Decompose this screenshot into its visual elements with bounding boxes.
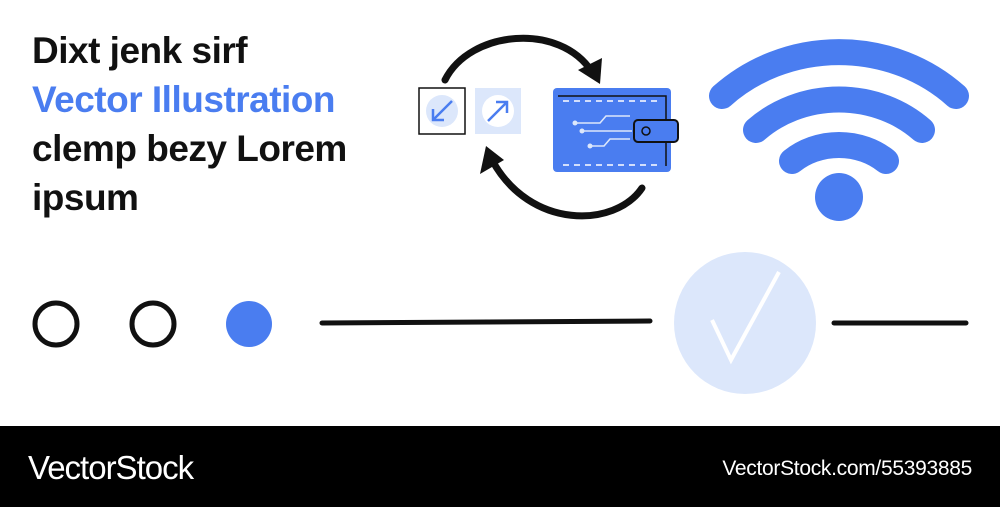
headline-line-2: Vector Illustration: [32, 79, 336, 120]
progress-step-3: [226, 301, 272, 347]
brand-logo: VectorStock: [28, 449, 194, 486]
headline-line-1: Dixt jenk sirf: [32, 30, 248, 71]
headline-line-4: ipsum: [32, 177, 139, 218]
image-url: VectorStock.com/55393885: [722, 457, 972, 480]
illustration: [32, 34, 969, 394]
sync-arrows-icon: [441, 34, 646, 220]
headline-line-3: clemp bezy Lorem: [32, 128, 347, 169]
headline: Dixt jenk sirf Vector Illustration clemp…: [32, 26, 412, 222]
digital-wallet-icon: [553, 88, 679, 172]
upload-arrow-icon: [475, 88, 521, 134]
checkmark-icon: [674, 252, 816, 394]
footer-bar: VectorStock VectorStock.com/55393885: [0, 426, 1000, 507]
download-arrow-icon: [418, 87, 466, 135]
wifi-icon: [709, 39, 969, 174]
progress-step-2: [129, 300, 177, 348]
connector-line-left: [319, 318, 653, 326]
progress-step-1: [32, 300, 80, 348]
